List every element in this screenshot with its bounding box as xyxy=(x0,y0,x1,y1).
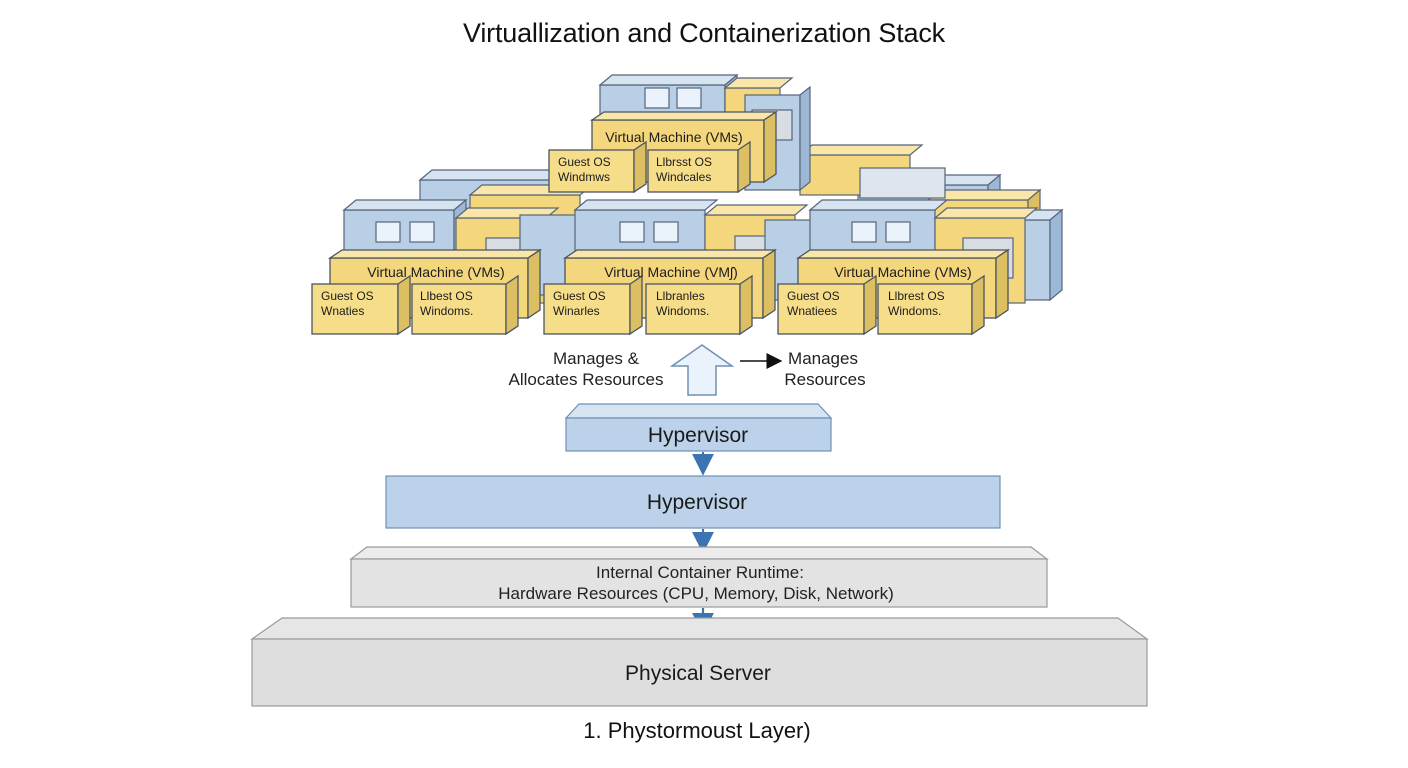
vm-card: Virtual Machine (VMs) Guest OS Wnatiees … xyxy=(777,248,1011,336)
runtime-label-line2: Hardware Resources (CPU, Memory, Disk, N… xyxy=(498,584,893,603)
vm-card: Virtual Machine (VMs) Guest OS Wnaties L… xyxy=(311,248,543,336)
runtime-label-line1: Internal Container Runtime: xyxy=(596,563,804,582)
hypervisor-main-layer xyxy=(385,475,1001,529)
vm-os-right-line2: Windoms. xyxy=(888,304,941,318)
vm-os-left-line1: Guest OS xyxy=(787,289,840,303)
vm-os-right-line1: Llbrest OS xyxy=(888,289,945,303)
label-manages-resources-line2: Resources xyxy=(784,370,865,389)
hypervisor-top-label: Hypervisor xyxy=(648,424,748,447)
physical-server-layer xyxy=(250,617,1149,707)
vm-os-left-line2: Winarles xyxy=(553,304,600,318)
vm-title: Virtual Machine (VMs) xyxy=(834,264,971,280)
vm-os-left-line1: Guest OS xyxy=(553,289,606,303)
label-manages-allocates-line1: Manages & xyxy=(553,349,640,368)
vm-title: Virtual Machine (VMs) xyxy=(367,264,504,280)
vm-card: Virtual Machine (VMʃ) Guest OS Winarles … xyxy=(543,248,778,336)
hypervisor-main-label: Hypervisor xyxy=(647,491,747,514)
vm-os-right-line2: Windoms. xyxy=(420,304,473,318)
vm-title: Virtual Machine (VMʃ) xyxy=(604,264,738,280)
vm-os-right-line1: Llbranles xyxy=(656,289,705,303)
footer-caption: 1. Phystormoust Layer) xyxy=(583,718,810,743)
vm-os-left-line1: Guest OS xyxy=(558,155,611,169)
diagram-title: Virtuallization and Containerization Sta… xyxy=(463,18,945,48)
physical-server-label: Physical Server xyxy=(625,662,771,685)
vm-os-right-line2: Windcales xyxy=(656,170,711,184)
vm-os-left-line2: Windmws xyxy=(558,170,610,184)
label-manages-allocates-line2: Allocates Resources xyxy=(509,370,664,389)
vm-os-left-line2: Wnaties xyxy=(321,304,364,318)
vm-title: Virtual Machine (VMs) xyxy=(605,129,742,145)
up-arrow-icon xyxy=(669,344,735,396)
vm-card: Virtual Machine (VMs) Guest OS Windmws L… xyxy=(548,110,779,194)
label-manages-resources-line1: Manages xyxy=(788,349,858,368)
vm-os-left-line1: Guest OS xyxy=(321,289,374,303)
runtime-layer xyxy=(349,546,1049,608)
vm-os-right-line1: Llbest OS xyxy=(420,289,473,303)
server-block xyxy=(859,167,946,199)
vm-os-right-line2: Windoms. xyxy=(656,304,709,318)
vm-os-left-line2: Wnatiees xyxy=(787,304,837,318)
hypervisor-top-layer xyxy=(564,403,833,452)
vm-os-right-line1: Llbrsst OS xyxy=(656,155,712,169)
